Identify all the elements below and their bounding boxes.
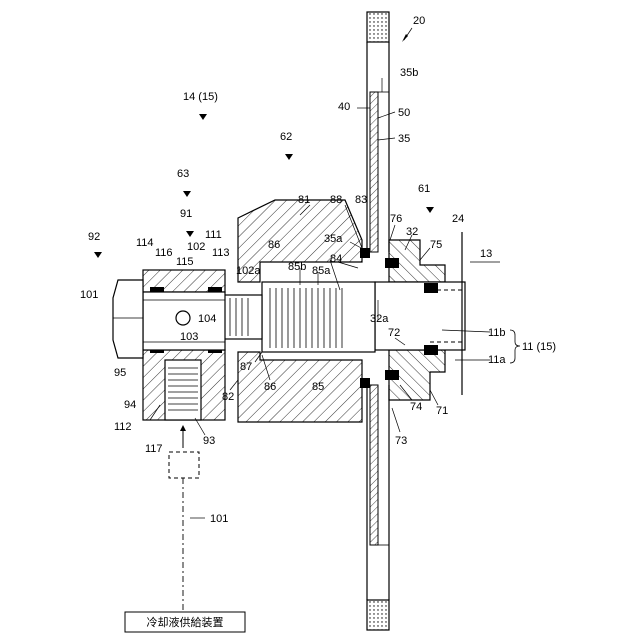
label-102a: 102a — [236, 265, 261, 277]
label-32: 32 — [406, 226, 418, 238]
label-24: 24 — [452, 213, 464, 225]
coolant-supply-label: 冷却液供給装置 — [147, 615, 224, 629]
hex-nut-101 — [113, 280, 143, 358]
label-20: 20 — [413, 15, 425, 27]
label-101a: 101 — [80, 289, 98, 301]
label-86a: 86 — [268, 239, 280, 251]
label-11b: 11b — [488, 327, 506, 339]
label-85: 85 — [312, 381, 324, 393]
label-91: 91 — [180, 208, 192, 220]
label-92: 92 — [88, 231, 100, 243]
label-11: 11 (15) — [522, 341, 556, 353]
label-113: 113 — [212, 247, 230, 259]
label-112: 112 — [114, 421, 132, 433]
label-104: 104 — [198, 313, 216, 325]
label-83: 83 — [355, 194, 367, 206]
label-94: 94 — [124, 399, 136, 411]
label-32a: 32a — [370, 313, 389, 325]
label-35a: 35a — [324, 233, 343, 245]
label-35: 35 — [398, 133, 410, 145]
brace-icon — [510, 330, 520, 363]
label-81: 81 — [298, 194, 310, 206]
label-13: 13 — [480, 248, 492, 260]
label-71: 71 — [436, 405, 448, 417]
label-84: 84 — [330, 253, 342, 265]
label-63: 63 — [177, 168, 189, 180]
label-101b: 101 — [210, 513, 228, 525]
coolant-pipe — [169, 428, 199, 612]
label-75: 75 — [430, 239, 442, 251]
label-61: 61 — [418, 183, 430, 195]
label-50: 50 — [398, 107, 410, 119]
label-115: 115 — [176, 256, 194, 268]
label-116: 116 — [155, 247, 173, 259]
label-87: 87 — [240, 361, 252, 373]
label-85a: 85a — [312, 265, 331, 277]
label-73: 73 — [395, 435, 407, 447]
label-111: 111 — [205, 229, 222, 241]
label-88: 88 — [330, 194, 342, 206]
label-11a: 11a — [488, 354, 506, 366]
label-74: 74 — [410, 401, 422, 413]
label-62: 62 — [280, 131, 292, 143]
label-40: 40 — [338, 101, 350, 113]
rotary-joint-91 — [143, 270, 225, 420]
label-72: 72 — [388, 327, 400, 339]
label-95: 95 — [114, 367, 126, 379]
label-114: 114 — [136, 237, 154, 249]
label-14: 14 (15) — [183, 91, 218, 103]
label-82: 82 — [222, 391, 234, 403]
bolt-85 — [218, 282, 375, 352]
coolant-supply-box: 冷却液供給装置 — [125, 612, 245, 632]
label-85b: 85b — [288, 261, 306, 273]
label-76: 76 — [390, 213, 402, 225]
label-117: 117 — [145, 443, 163, 455]
label-86b: 86 — [264, 381, 276, 393]
label-103: 103 — [180, 331, 198, 343]
label-35b: 35b — [400, 67, 418, 79]
label-93: 93 — [203, 435, 215, 447]
label-102: 102 — [187, 241, 205, 253]
